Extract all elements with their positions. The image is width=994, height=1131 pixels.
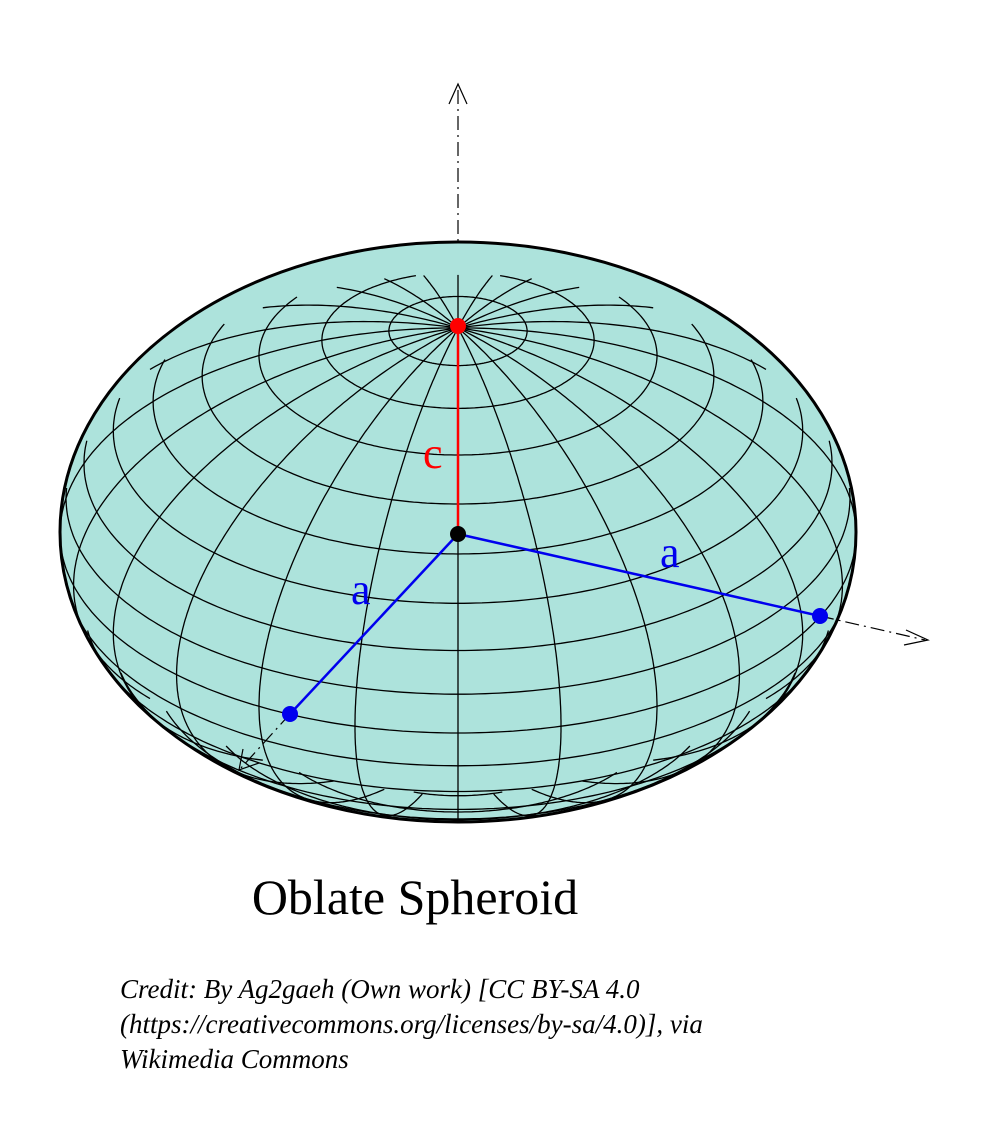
- grid-line: [201, 323, 715, 505]
- front-axis-arrowhead: [238, 748, 260, 771]
- right-axis: [819, 615, 926, 641]
- grid-line: [457, 304, 654, 329]
- grid-line: [149, 320, 459, 370]
- credit-line: Credit: By Ag2gaeh (Own work) [CC BY-SA …: [120, 974, 640, 1004]
- image-credit: Credit: By Ag2gaeh (Own work) [CC BY-SA …: [120, 972, 940, 1077]
- right-radius-label: a: [660, 528, 680, 577]
- credit-line: (https://creativecommons.org/licenses/by…: [120, 1009, 703, 1039]
- credit-line: Wikimedia Commons: [120, 1044, 349, 1074]
- right-equator-point: [812, 608, 828, 624]
- front-axis: [240, 713, 291, 769]
- grid-line: [457, 275, 493, 329]
- grid-line: [112, 397, 804, 604]
- grid-line: [60, 327, 458, 534]
- diagram-title: Oblate Spheroid: [251, 869, 579, 925]
- equatorial-radius-line-right: [457, 532, 821, 618]
- grid-line: [828, 440, 833, 464]
- polar-radius-label: c: [423, 429, 443, 478]
- grid-line: [457, 278, 532, 329]
- right-axis-arrowhead: [903, 629, 930, 646]
- grid-line: [457, 320, 767, 370]
- equatorial-radius-line-front: [289, 533, 459, 715]
- grid-line: [83, 440, 833, 652]
- grid-line: [750, 359, 764, 402]
- grid-line: [691, 323, 715, 377]
- grid-line: [262, 304, 459, 329]
- grid-line: [65, 487, 851, 695]
- grid-line: [795, 397, 804, 431]
- spheroid-outline: [58, 240, 858, 824]
- grid-line: [354, 327, 459, 817]
- grid-line: [384, 278, 459, 329]
- center-point: [450, 526, 466, 542]
- front-radius-label: a: [351, 565, 371, 614]
- grid-line: [458, 327, 856, 534]
- grid-line: [152, 359, 764, 555]
- grid-line: [457, 286, 580, 329]
- front-equator-point: [282, 706, 298, 722]
- vertical-axis-arrowhead: [448, 82, 468, 105]
- grid-line: [457, 327, 562, 817]
- north-pole-point: [450, 318, 466, 334]
- grid-line: [336, 286, 459, 329]
- grid-line: [423, 275, 459, 329]
